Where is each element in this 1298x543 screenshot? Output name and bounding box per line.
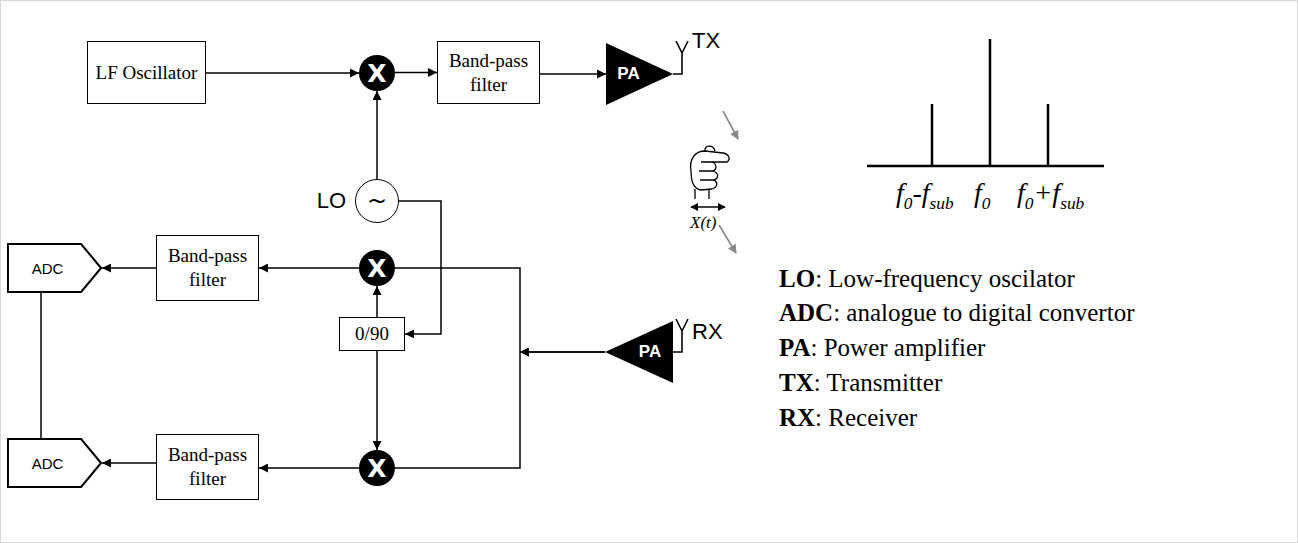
signal-wire bbox=[377, 286, 378, 317]
node-text: 0/90 bbox=[355, 322, 389, 346]
subscript: 0 bbox=[904, 194, 913, 213]
legend-text: TX: Transmitter bbox=[779, 369, 942, 397]
legend-desc: : Transmitter bbox=[814, 369, 943, 396]
signal-wire bbox=[206, 73, 359, 74]
wave-arrow bbox=[723, 111, 738, 139]
block-box: Band-pass filter bbox=[156, 235, 259, 301]
wire-segment bbox=[102, 267, 156, 269]
wire-segment bbox=[206, 72, 359, 74]
wire-segment bbox=[395, 352, 520, 468]
mixer-symbol: X bbox=[359, 55, 395, 91]
signal-wire bbox=[102, 463, 156, 464]
node-text: Band-pass filter bbox=[163, 244, 252, 292]
wire-segment bbox=[376, 351, 378, 450]
mixer-symbol: X bbox=[359, 250, 395, 286]
signal-wire bbox=[102, 268, 156, 269]
legend-text: ADC: analogue to digital convertor bbox=[779, 299, 1134, 327]
amplifier-triangle: PA bbox=[605, 321, 673, 383]
signal-label: RX bbox=[692, 319, 723, 345]
node-text: Band-pass filter bbox=[444, 49, 533, 97]
signal-wire bbox=[259, 468, 359, 469]
wire-segment bbox=[540, 73, 606, 75]
wave-arrow bbox=[719, 225, 736, 253]
frequency-label: f0+fsub bbox=[1017, 177, 1084, 214]
text-part: f bbox=[896, 177, 904, 208]
signal-label: X(t) bbox=[690, 213, 716, 233]
wire-segment bbox=[520, 351, 605, 353]
subscript: sub bbox=[1060, 194, 1084, 213]
node-text: LF Oscillator bbox=[96, 61, 198, 85]
legend-key: ADC bbox=[779, 299, 833, 326]
legend-text: RX: Receiver bbox=[779, 404, 917, 432]
rx-antenna bbox=[673, 319, 688, 352]
signal-wire bbox=[395, 268, 605, 352]
oscillator-symbol: LO~ bbox=[355, 179, 399, 223]
wire-segment bbox=[395, 268, 520, 352]
frequency-label: f0-fsub bbox=[896, 177, 954, 214]
subscript: 0 bbox=[1025, 194, 1034, 213]
node-text: X bbox=[367, 254, 386, 283]
legend-text: PA: Power amplifier bbox=[779, 334, 985, 362]
text-part: f bbox=[1017, 177, 1025, 208]
signal-wire bbox=[540, 74, 606, 75]
node-text: X bbox=[367, 454, 386, 483]
adc-symbol: ADC bbox=[7, 243, 102, 293]
text-part: +f bbox=[1033, 177, 1060, 208]
node-text: X bbox=[367, 59, 386, 88]
text-part: -f bbox=[912, 177, 929, 208]
text-part: f bbox=[974, 177, 982, 208]
legend-key: RX bbox=[779, 404, 815, 431]
signal-wire bbox=[41, 293, 42, 438]
signal-wire bbox=[395, 352, 605, 468]
node-text: ~ bbox=[367, 187, 387, 215]
node-text: ADC bbox=[32, 455, 64, 472]
legend-desc: : Low-frequency oscilator bbox=[815, 265, 1075, 292]
block-box: Band-pass filter bbox=[437, 41, 540, 104]
wire-segment bbox=[259, 467, 359, 469]
wire-segment bbox=[376, 286, 378, 317]
wire-segment bbox=[395, 72, 437, 74]
block-box: LF Oscillator bbox=[87, 41, 206, 104]
legend-desc: : analogue to digital convertor bbox=[833, 299, 1134, 326]
signal-label: TX bbox=[692, 28, 720, 54]
wire-segment bbox=[376, 91, 378, 179]
wire-segment bbox=[520, 351, 605, 353]
legend-key: LO bbox=[779, 265, 815, 292]
signal-wire bbox=[377, 91, 378, 179]
node-text: PA bbox=[639, 342, 661, 362]
block-box: Band-pass filter bbox=[156, 434, 259, 500]
subscript: 0 bbox=[982, 194, 991, 213]
legend-key: PA bbox=[779, 334, 810, 361]
amplifier-triangle: PA bbox=[606, 43, 673, 105]
signal-wire bbox=[395, 72, 437, 73]
signal-wire bbox=[377, 351, 378, 450]
motion-arrow bbox=[691, 206, 725, 207]
wire-segment bbox=[40, 293, 42, 438]
node-text: PA bbox=[617, 64, 639, 84]
subscript: sub bbox=[930, 194, 954, 213]
block-box: 0/90 bbox=[339, 317, 405, 351]
wire-segment bbox=[102, 462, 156, 464]
wire-segment bbox=[259, 267, 359, 269]
legend-desc: : Receiver bbox=[815, 404, 917, 431]
node-text: ADC bbox=[32, 260, 64, 277]
mixer-symbol: X bbox=[359, 450, 395, 486]
frequency-label: f0 bbox=[974, 177, 990, 214]
adc-symbol: ADC bbox=[7, 438, 102, 488]
node-text: Band-pass filter bbox=[163, 443, 252, 491]
node-text: LO bbox=[317, 188, 346, 214]
tx-antenna bbox=[673, 41, 688, 74]
legend-text: LO: Low-frequency oscilator bbox=[779, 265, 1075, 293]
legend-key: TX bbox=[779, 369, 814, 396]
spectrum bbox=[867, 39, 1104, 166]
hand-icon bbox=[691, 146, 729, 199]
legend-desc: : Power amplifier bbox=[810, 334, 985, 361]
signal-wire bbox=[259, 268, 359, 269]
